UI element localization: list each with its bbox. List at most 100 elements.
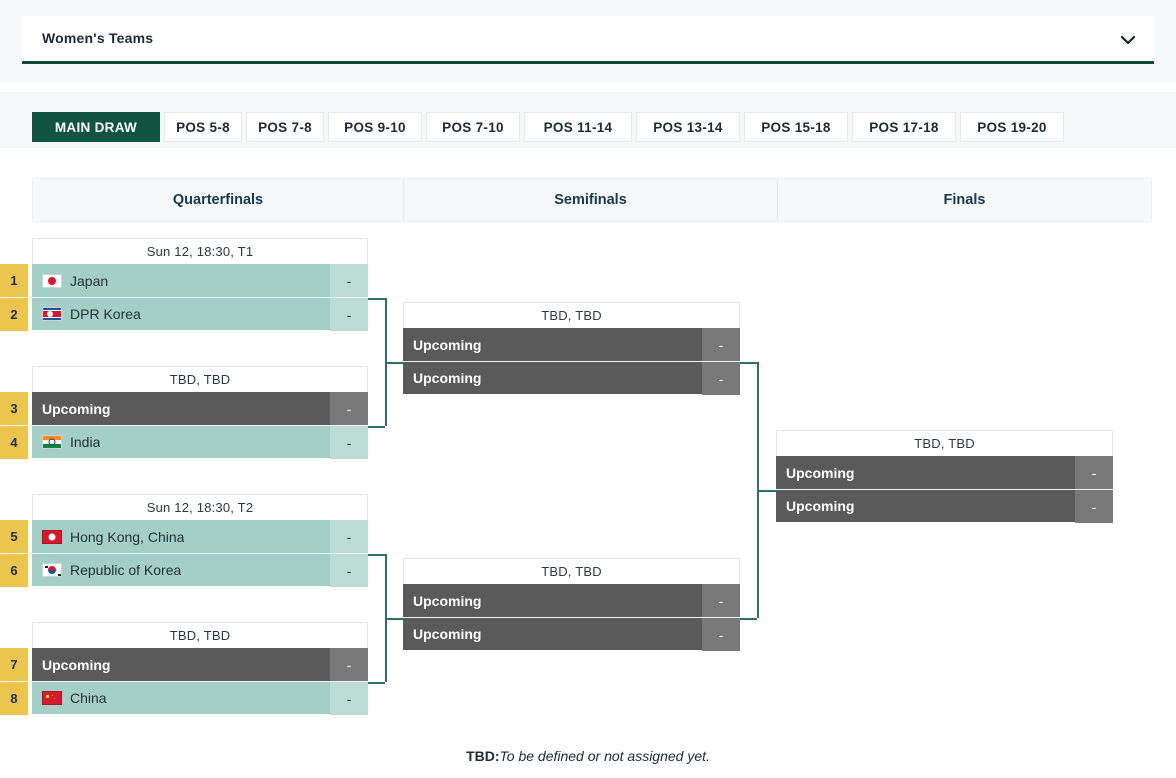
bracket-connector [740,362,757,364]
match-row[interactable]: Upcoming - [403,361,740,395]
legend-abbr: TBD: [466,748,500,764]
tab-pos-5-8[interactable]: POS 5-8 [164,112,242,142]
tab-pos-9-10[interactable]: POS 9-10 [328,112,422,142]
tab-pos-7-10[interactable]: POS 7-10 [426,112,520,142]
match-row[interactable]: Upcoming- [776,456,1113,489]
score-cell: - [330,392,368,425]
match-row[interactable]: 3 Upcoming - [0,392,368,425]
event-selector-bar: Women's Teams [0,0,1176,82]
score-cell: - [330,426,368,459]
match-header: TBD, TBD [403,558,740,584]
score-cell: - [330,682,368,715]
tab-main-draw[interactable]: MAIN DRAW [32,112,160,142]
match-header: TBD, TBD [403,302,740,328]
score-cell: - [330,298,368,331]
legend-text: To be defined or not assigned yet. [499,748,710,764]
match-row[interactable]: 4 India - [0,425,368,459]
score-cell: - [330,648,368,681]
match-block[interactable]: TBD, TBD Upcoming - Upcoming - [403,302,740,395]
score-cell: - [702,328,740,361]
seed-number: 8 [0,682,30,715]
team-name: Upcoming [413,370,482,386]
match-header: Sun 12, 18:30, T1 [32,238,368,264]
match-block[interactable]: TBD, TBD Upcoming - Upcoming - [403,558,740,651]
seed-number: 7 [0,648,30,681]
tab-pos-17-18[interactable]: POS 17-18 [852,112,956,142]
match-row[interactable]: 5 Hong Kong, China - [0,520,368,553]
flag-dpr-korea-icon [42,307,62,321]
team-name: Upcoming [413,336,482,353]
match-header: TBD, TBD [776,430,1113,456]
team-name: China [70,690,107,706]
round-header-finals: Finals [777,179,1151,221]
tab-pos-15-18[interactable]: POS 15-18 [744,112,848,142]
team-name: Japan [70,272,109,289]
match-row[interactable]: Upcoming - [776,489,1113,523]
match-row[interactable]: Upcoming - [403,584,740,617]
flag-republic-of-korea-icon [42,563,62,577]
match-header: TBD, TBD [32,622,368,648]
bracket-connector [368,298,385,300]
seed-number: 4 [0,426,30,459]
flag-japan-icon [42,273,62,288]
round-header-semifinals: Semifinals [403,179,777,221]
team-name: Upcoming [42,656,111,673]
team-name: Upcoming [413,592,482,609]
flag-china-icon [42,691,62,705]
seed-number: 5 [0,520,30,553]
team-name: India [70,434,101,450]
chevron-down-icon[interactable] [1118,30,1138,50]
bracket-connector [368,426,385,428]
team-name: Republic of Korea [70,562,182,578]
tab-pos-11-14[interactable]: POS 11-14 [524,112,632,142]
bracket-connector [385,618,405,620]
bracket-connector [385,362,405,364]
team-name: Upcoming [413,626,482,642]
bracket-connector [368,682,385,684]
round-header-quarterfinals: Quarterfinals [172,192,264,208]
seed-number: 6 [0,554,30,587]
match-row[interactable]: Upcoming - [403,328,740,361]
bracket-connector [368,554,385,556]
flag-india-icon [42,435,62,449]
match-header: Sun 12, 18:30, T2 [32,494,368,520]
bracket-connector [757,490,777,492]
score-cell: - [330,554,368,587]
score-cell: - [330,264,368,297]
legend-note: TBD:To be defined or not assigned yet. [0,748,1176,778]
score-cell: - [702,584,740,617]
tab-pos-13-14[interactable]: POS 13-14 [636,112,740,142]
match-row[interactable]: Upcoming - [403,617,740,651]
match-row[interactable]: 7 Upcoming - [0,648,368,681]
bracket-connector [740,618,757,620]
seed-number: 3 [0,392,30,425]
tab-pos-19-20[interactable]: POS 19-20 [960,112,1064,142]
score-cell: - [702,362,740,395]
team-name: DPR Korea [70,306,141,322]
match-row[interactable]: 6 Republic of Korea - [0,553,368,587]
score-cell: - [1075,490,1113,523]
team-name: Upcoming [786,498,855,514]
score-cell: - [330,520,368,553]
event-selector[interactable]: Women's Teams [22,16,1154,64]
match-row[interactable]: 1 Japan - [0,264,368,297]
match-header: TBD, TBD [32,366,368,392]
team-name: Hong Kong, China [70,528,185,545]
match-row[interactable]: 2 DPR Korea - [0,297,368,331]
tab-pos-7-8[interactable]: POS 7-8 [246,112,324,142]
seed-number: 1 [0,264,30,297]
seed-number: 2 [0,298,30,331]
score-cell: - [702,618,740,651]
team-name: Upcoming [42,400,111,417]
score-cell: - [1075,456,1113,489]
match-row[interactable]: 8 China - [0,681,368,715]
